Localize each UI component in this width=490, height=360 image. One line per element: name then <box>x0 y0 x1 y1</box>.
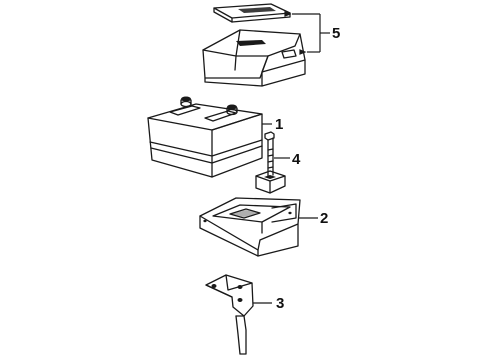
battery-terminal-negative <box>180 96 192 108</box>
leader-lines <box>253 11 330 304</box>
cover-lid <box>213 3 291 23</box>
cover-main <box>202 29 306 87</box>
tray-support-bracket-icon <box>205 274 254 355</box>
callout-1: 1 <box>275 116 283 133</box>
callout-5: 5 <box>332 25 340 42</box>
hold-down-clamp-bolt-icon <box>255 131 286 194</box>
callout-4: 4 <box>292 151 301 168</box>
callout-3: 3 <box>276 295 284 312</box>
battery-cover-icon <box>202 3 306 87</box>
callout-2: 2 <box>320 210 328 227</box>
battery-icon <box>147 96 263 178</box>
battery-tray-icon <box>199 197 301 257</box>
battery-terminal-positive <box>226 104 238 116</box>
